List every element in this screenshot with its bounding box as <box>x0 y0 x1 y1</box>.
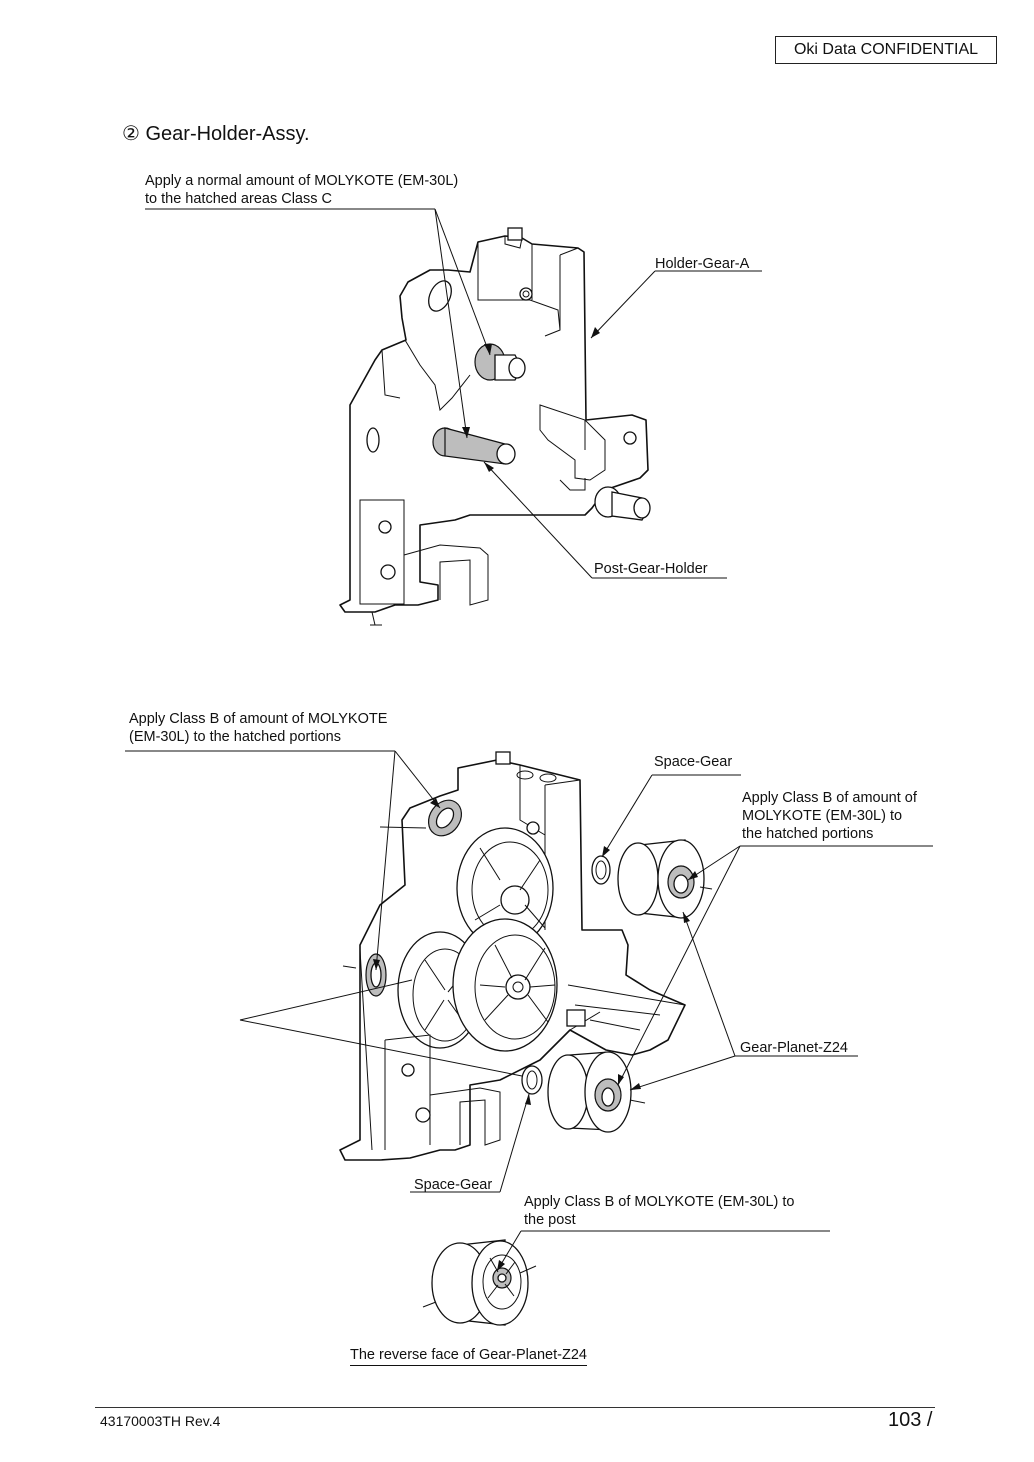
figure3-note: Apply Class B of MOLYKOTE (EM-30L) to th… <box>524 1194 795 1228</box>
figure2-leaders <box>125 750 933 1193</box>
document-number: 43170003TH Rev.4 <box>100 1413 221 1429</box>
figure2-assembly-drawing <box>339 751 713 1161</box>
figure2-note-left: Apply Class B of amount of MOLYKOTE (EM-… <box>129 711 388 745</box>
figure1-note: Apply a normal amount of MOLYKOTE (EM-30… <box>145 173 459 207</box>
figure1-leaders <box>145 208 762 579</box>
page-number: 103 / <box>888 1409 933 1431</box>
section-title: ② Gear-Holder-Assy. <box>122 123 310 145</box>
label-space-gear-bottom: Space-Gear <box>414 1177 493 1193</box>
footer-divider <box>95 1407 935 1408</box>
label-holder-gear-a: Holder-Gear-A <box>655 256 750 272</box>
confidential-label: Oki Data CONFIDENTIAL <box>775 36 997 64</box>
label-space-gear-top: Space-Gear <box>654 754 733 770</box>
figure3-caption: The reverse face of Gear-Planet-Z24 <box>350 1346 587 1366</box>
label-post-gear-holder: Post-Gear-Holder <box>594 561 708 577</box>
figure3-gear-reverse-drawing <box>422 1230 830 1326</box>
figure1-holder-drawing <box>339 227 651 626</box>
figure2-note-right: Apply Class B of amount of MOLYKOTE (EM-… <box>742 790 917 842</box>
label-gear-planet: Gear-Planet-Z24 <box>740 1040 848 1056</box>
